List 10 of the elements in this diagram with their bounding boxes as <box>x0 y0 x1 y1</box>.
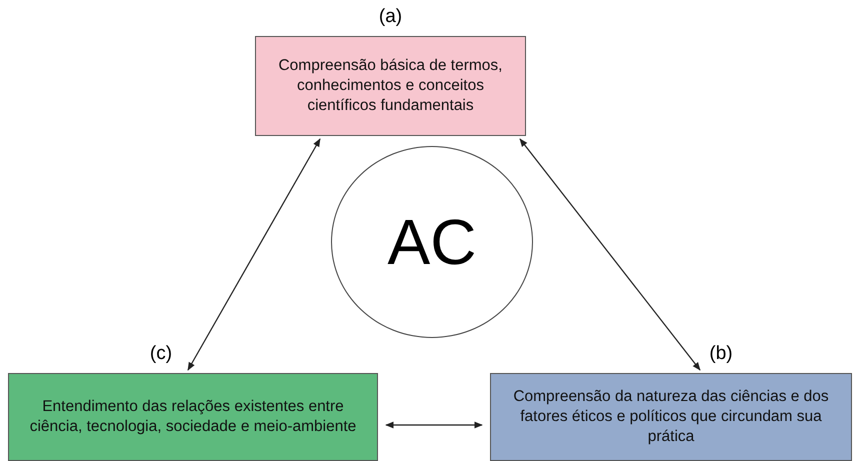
box-text: Entendimento das relações existentes entre ciência, tecnologia, sociedade e meio-ambiente <box>28 397 358 437</box>
panel-letter: (a) <box>378 6 404 28</box>
panel-letter: (c) <box>148 343 174 365</box>
center-label: AC <box>388 205 476 279</box>
box-text: Compreensão da natureza das ciências e dos fatores éticos e políticos que circundam sua prática <box>512 387 830 447</box>
double-arrow <box>187 138 321 371</box>
double-arrow <box>385 422 483 428</box>
panel-letter: (b) <box>708 343 734 365</box>
box-text: Compreensão básica de termos, conhecimentos e conceitos científicos fundamentais <box>277 56 504 116</box>
double-arrow <box>519 138 701 371</box>
